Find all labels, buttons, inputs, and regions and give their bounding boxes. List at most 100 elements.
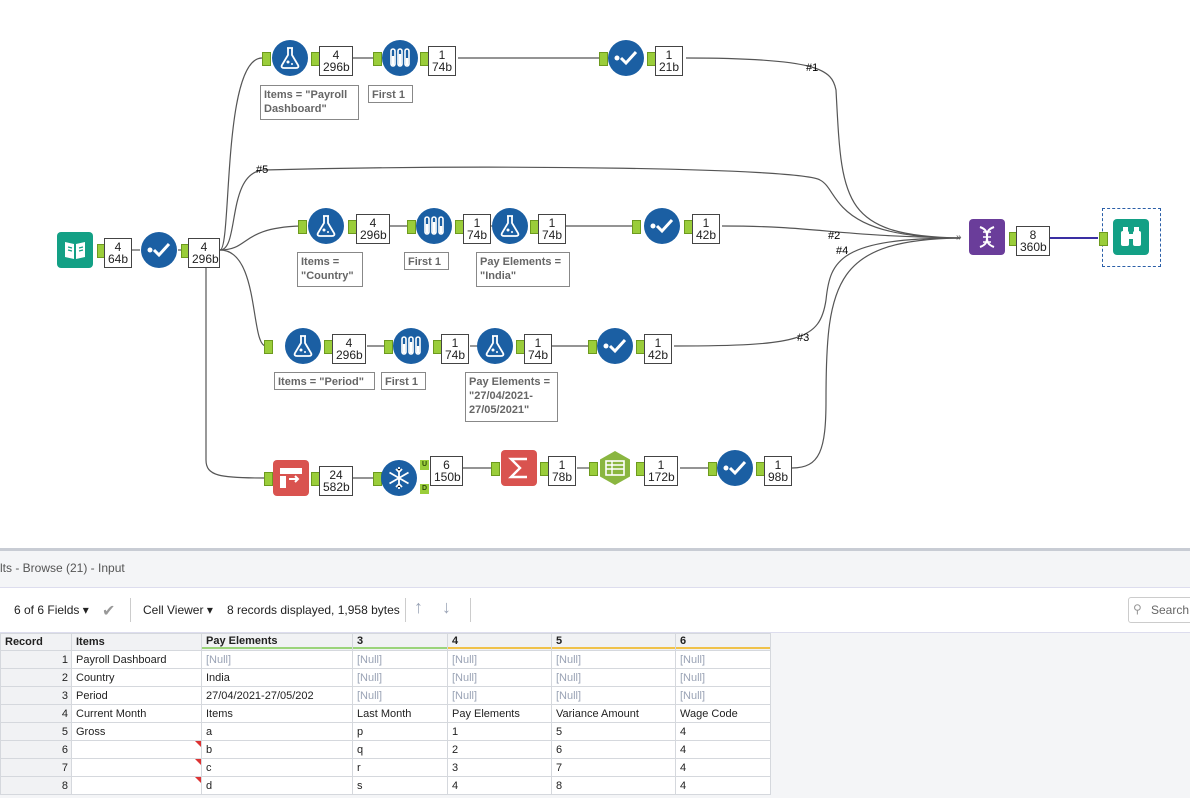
table-cell[interactable]: Pay Elements <box>447 704 552 723</box>
select-tool[interactable] <box>717 450 753 486</box>
column-header[interactable]: Pay Elements <box>201 633 353 651</box>
input-anchor[interactable] <box>589 462 598 476</box>
input-data-tool[interactable] <box>57 232 93 268</box>
input-anchor[interactable] <box>1099 232 1108 246</box>
table-cell[interactable]: Country <box>71 668 202 687</box>
table-cell[interactable]: d <box>201 776 353 795</box>
input-anchor[interactable] <box>491 462 500 476</box>
input-anchor[interactable] <box>407 220 416 234</box>
column-header[interactable]: 5 <box>551 633 676 651</box>
table-cell[interactable]: [Null] <box>447 650 552 669</box>
table-cell[interactable]: [Null] <box>675 650 771 669</box>
table-cell[interactable]: 27/04/2021-27/05/202 <box>201 686 353 705</box>
table-cell[interactable]: Period <box>71 686 202 705</box>
table-cell[interactable]: s <box>352 776 448 795</box>
table-cell[interactable]: 4 <box>675 740 771 759</box>
table-cell[interactable]: [Null] <box>675 686 771 705</box>
input-anchor[interactable] <box>588 340 597 354</box>
filter-tool[interactable] <box>308 208 344 244</box>
table-cell[interactable]: Gross <box>71 722 202 741</box>
table-cell[interactable]: q <box>352 740 448 759</box>
table-cell[interactable]: c <box>201 758 353 777</box>
fields-dropdown[interactable]: 6 of 6 Fields ▾ <box>14 603 89 617</box>
input-anchor[interactable] <box>373 52 382 66</box>
input-anchor[interactable] <box>708 462 717 476</box>
check-icon[interactable]: ✔ <box>102 603 116 620</box>
table-cell[interactable]: 2 <box>447 740 552 759</box>
table-cell[interactable]: [Null] <box>551 686 676 705</box>
select-tool[interactable] <box>608 40 644 76</box>
table-cell[interactable]: 3 <box>447 758 552 777</box>
search-input[interactable]: ⚲ Search <box>1128 597 1190 623</box>
table-cell[interactable] <box>71 758 202 777</box>
table-cell[interactable]: 4 <box>675 776 771 795</box>
input-anchor[interactable] <box>264 472 273 486</box>
arrow-up-icon[interactable]: ↑ <box>414 597 423 617</box>
table-cell[interactable]: [Null] <box>352 668 448 687</box>
table-cell[interactable]: 6 <box>551 740 676 759</box>
table-cell[interactable]: [Null] <box>675 668 771 687</box>
table-cell[interactable] <box>71 740 202 759</box>
table-cell[interactable]: p <box>352 722 448 741</box>
table-cell[interactable]: 1 <box>447 722 552 741</box>
column-header[interactable]: 6 <box>675 633 771 651</box>
table-cell[interactable]: [Null] <box>352 686 448 705</box>
select-tool[interactable] <box>141 232 177 268</box>
table-cell[interactable]: 7 <box>551 758 676 777</box>
sample-tool[interactable] <box>393 328 429 364</box>
input-anchor[interactable] <box>264 340 273 354</box>
column-header[interactable]: 4 <box>447 633 552 651</box>
table-cell[interactable]: Wage Code <box>675 704 771 723</box>
table-cell[interactable]: [Null] <box>551 650 676 669</box>
summarize-tool[interactable] <box>501 450 537 486</box>
table-cell[interactable]: [Null] <box>551 668 676 687</box>
table-cell[interactable]: r <box>352 758 448 777</box>
crosstab-tool[interactable] <box>597 450 633 486</box>
select-tool[interactable] <box>644 208 680 244</box>
table-cell[interactable]: a <box>201 722 353 741</box>
u-anchor[interactable]: U <box>420 460 429 470</box>
table-cell[interactable]: Current Month <box>71 704 202 723</box>
input-anchor[interactable] <box>599 52 608 66</box>
table-cell[interactable]: [Null] <box>447 686 552 705</box>
table-cell[interactable]: [Null] <box>447 668 552 687</box>
cell-viewer-dropdown[interactable]: Cell Viewer ▾ <box>143 603 213 617</box>
column-header[interactable]: Items <box>71 633 202 651</box>
table-cell[interactable]: Items <box>201 704 353 723</box>
table-cell[interactable]: 4 <box>675 758 771 777</box>
table-cell[interactable]: 4 <box>447 776 552 795</box>
input-anchor[interactable] <box>632 220 641 234</box>
union-tool[interactable] <box>969 219 1005 255</box>
d-anchor[interactable]: D <box>420 484 429 494</box>
arrow-down-icon[interactable]: ↓ <box>442 597 451 617</box>
filter-tool[interactable] <box>492 208 528 244</box>
table-cell[interactable]: [Null] <box>201 650 353 669</box>
table-cell[interactable]: [Null] <box>352 650 448 669</box>
select-tool[interactable] <box>597 328 633 364</box>
table-cell[interactable]: Last Month <box>352 704 448 723</box>
input-anchor[interactable] <box>298 220 307 234</box>
input-anchor[interactable] <box>384 340 393 354</box>
column-header[interactable]: Record <box>0 633 72 651</box>
table-cell[interactable]: India <box>201 668 353 687</box>
filter-tool[interactable] <box>285 328 321 364</box>
input-anchor[interactable] <box>262 52 271 66</box>
table-cell[interactable]: 5 <box>551 722 676 741</box>
text-to-columns-tool[interactable] <box>273 460 309 496</box>
table-cell[interactable] <box>71 776 202 795</box>
table-cell[interactable]: 4 <box>675 722 771 741</box>
sample-tool[interactable] <box>416 208 452 244</box>
table-cell[interactable]: Payroll Dashboard <box>71 650 202 669</box>
column-header[interactable]: 3 <box>352 633 448 651</box>
transpose-tool[interactable] <box>381 460 417 496</box>
sample-tool[interactable] <box>382 40 418 76</box>
table-cell[interactable]: 8 <box>551 776 676 795</box>
